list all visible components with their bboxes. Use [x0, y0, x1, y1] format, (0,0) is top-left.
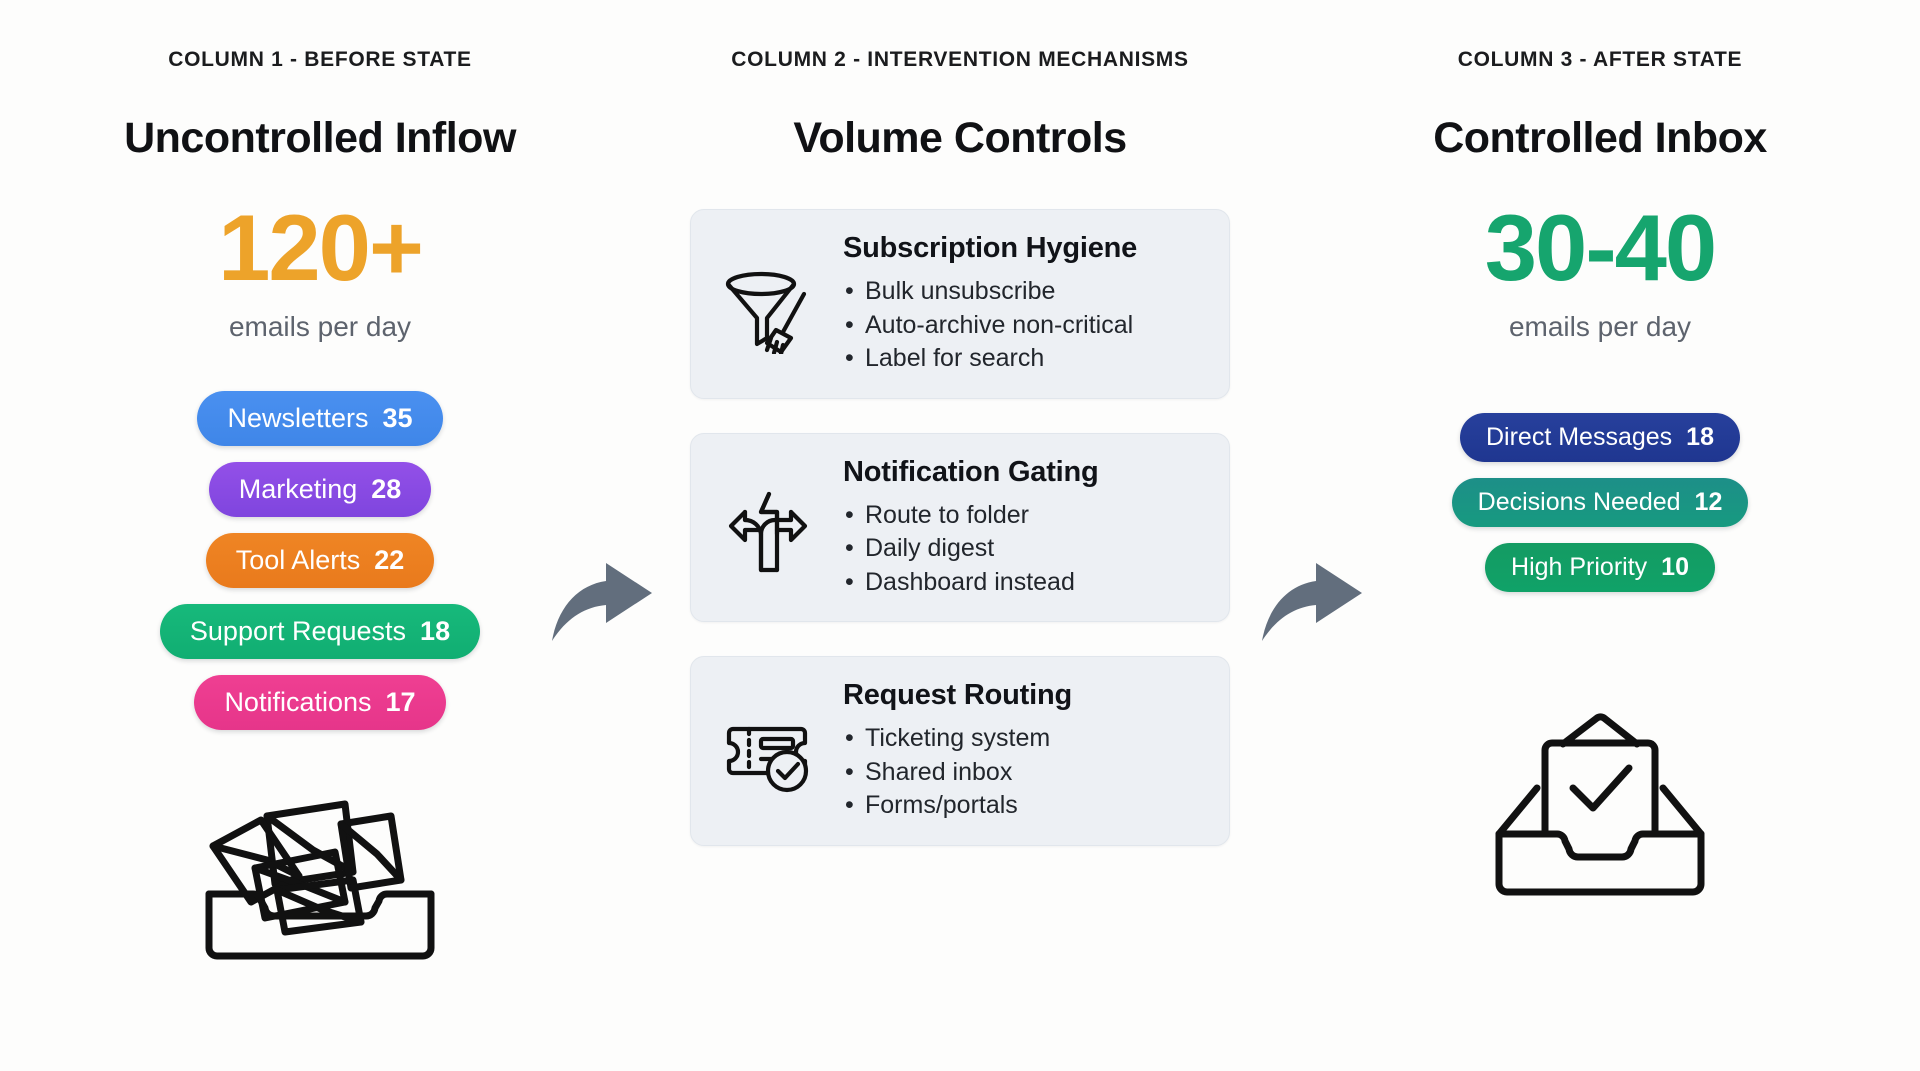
- column-3-title: Controlled Inbox: [1433, 114, 1767, 162]
- column-2-kicker: COLUMN 2 - INTERVENTION MECHANISMS: [731, 48, 1189, 71]
- overflowing-inbox-icon: [195, 776, 445, 966]
- before-metric-unit: emails per day: [228, 311, 412, 342]
- card-title: Notification Gating: [843, 455, 1099, 488]
- list-item: Bulk unsubscribe: [843, 275, 1203, 309]
- list-item[interactable]: Direct Messages 18: [1460, 413, 1740, 462]
- mechanism-card-subscription-hygiene[interactable]: Subscription Hygiene Bulk unsubscribe Au…: [690, 209, 1230, 399]
- card-body: Subscription Hygiene Bulk unsubscribe Au…: [843, 232, 1203, 376]
- pill-label: Support Requests: [189, 616, 407, 646]
- funnel-broom-icon: [717, 232, 821, 354]
- pill-count: 18: [1686, 423, 1714, 451]
- before-metric-value: 120+: [218, 195, 424, 300]
- card-bullets: Bulk unsubscribe Auto-archive non-critic…: [843, 275, 1203, 376]
- pill-count: 35: [382, 403, 413, 433]
- after-metric-unit: emails per day: [1508, 311, 1692, 342]
- after-category-list: Direct Messages 18 Decisions Needed 12 H…: [1451, 413, 1749, 592]
- list-item: Shared inbox: [843, 756, 1203, 790]
- list-item[interactable]: Marketing 28: [208, 462, 432, 517]
- pill-count: 12: [1694, 488, 1723, 516]
- column-1-kicker: COLUMN 1 - BEFORE STATE: [168, 48, 472, 71]
- list-item[interactable]: Support Requests 18: [159, 604, 481, 659]
- list-item: Daily digest: [843, 532, 1203, 566]
- list-item[interactable]: High Priority 10: [1485, 543, 1715, 592]
- list-item: Auto-archive non-critical: [843, 309, 1203, 343]
- column-before-state: COLUMN 1 - BEFORE STATE Uncontrolled Inf…: [40, 48, 600, 1053]
- list-item[interactable]: Tool Alerts 22: [205, 533, 435, 588]
- pill-label: High Priority: [1511, 553, 1648, 581]
- pill-count: 10: [1661, 553, 1689, 581]
- pill-label: Tool Alerts: [235, 545, 361, 575]
- column-after-state: COLUMN 3 - AFTER STATE Controlled Inbox …: [1320, 48, 1880, 1053]
- card-title: Request Routing: [843, 679, 1072, 711]
- after-metric-value: 30-40: [1484, 195, 1717, 300]
- pill-label: Direct Messages: [1486, 423, 1673, 451]
- column-3-kicker: COLUMN 3 - AFTER STATE: [1457, 48, 1743, 71]
- list-item: Label for search: [843, 342, 1203, 376]
- column-intervention-mechanisms: COLUMN 2 - INTERVENTION MECHANISMS Volum…: [640, 48, 1280, 1053]
- list-item: Forms/portals: [843, 789, 1203, 823]
- pill-label: Marketing: [238, 474, 358, 504]
- inbox-check-icon: [1485, 712, 1715, 902]
- card-bullets: Ticketing system Shared inbox Forms/port…: [843, 722, 1203, 823]
- pill-count: 18: [420, 616, 451, 646]
- before-category-list: Newsletters 35 Marketing 28 Tool Alerts …: [159, 391, 481, 730]
- pill-label: Notifications: [224, 687, 372, 717]
- mechanism-card-notification-gating[interactable]: Notification Gating Route to folder Dail…: [690, 432, 1230, 622]
- list-item: Ticketing system: [843, 722, 1203, 756]
- list-item[interactable]: Decisions Needed 12: [1451, 478, 1749, 527]
- list-item[interactable]: Newsletters 35: [197, 391, 443, 446]
- card-body: Notification Gating Route to folder Dail…: [843, 456, 1203, 600]
- list-item: Dashboard instead: [843, 566, 1203, 600]
- column-2-title: Volume Controls: [793, 114, 1127, 162]
- pill-label: Decisions Needed: [1477, 488, 1681, 516]
- pill-count: 28: [371, 474, 402, 504]
- list-item: Route to folder: [843, 499, 1203, 533]
- column-1-title: Uncontrolled Inflow: [124, 114, 516, 162]
- ticket-check-icon: [717, 679, 821, 801]
- flow-arrow-icon: [1258, 555, 1368, 645]
- mechanism-card-list: Subscription Hygiene Bulk unsubscribe Au…: [690, 209, 1230, 846]
- card-bullets: Route to folder Daily digest Dashboard i…: [843, 499, 1203, 600]
- pill-count: 22: [374, 545, 405, 575]
- card-body: Request Routing Ticketing system Shared …: [843, 679, 1203, 823]
- pill-count: 17: [385, 687, 416, 717]
- pill-label: Newsletters: [227, 403, 369, 433]
- three-way-arrow-icon: [717, 456, 821, 578]
- mechanism-card-request-routing[interactable]: Request Routing Ticketing system Shared …: [690, 656, 1230, 846]
- list-item[interactable]: Notifications 17: [194, 675, 446, 730]
- card-title: Subscription Hygiene: [843, 232, 1138, 264]
- flow-arrow-icon: [548, 555, 658, 645]
